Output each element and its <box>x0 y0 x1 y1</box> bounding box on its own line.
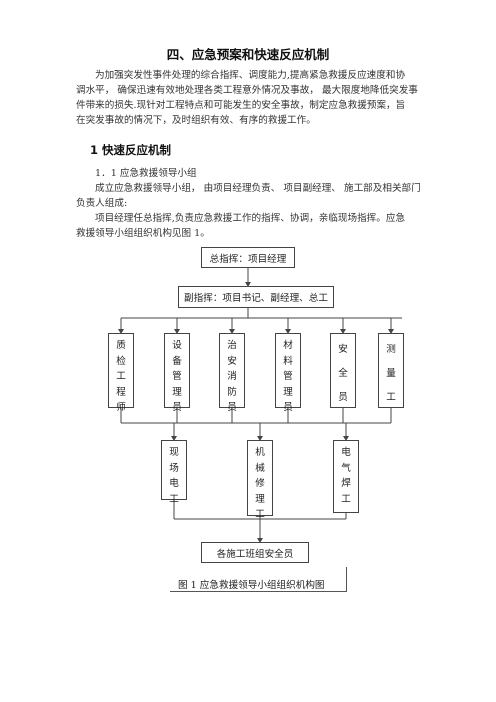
worker-char: 工 <box>169 493 179 505</box>
worker-char: 气 <box>341 462 351 474</box>
body-line-4: 救援领导小组组织机构见图 1。 <box>76 228 210 239</box>
worker-char: 电 <box>341 447 351 458</box>
dept-char: 安 <box>227 355 237 367</box>
dept-char: 理 <box>283 386 293 398</box>
intro-paragraph-line-3: 件带来的损失.现针对工程特点和可能发生的安全事故，制定应急救援预案，旨 <box>76 100 406 111</box>
dept-char: 师 <box>116 402 126 413</box>
worker-char: 机 <box>255 447 265 458</box>
caption-underline <box>170 591 346 592</box>
worker-char: 场 <box>169 462 179 474</box>
dept-char: 工 <box>386 392 396 403</box>
worker-char: 工 <box>255 509 265 520</box>
dept-char: 质 <box>116 340 126 351</box>
dept-char: 防 <box>227 386 237 398</box>
dept-char: 检 <box>116 355 126 367</box>
dept-char: 员 <box>338 392 348 403</box>
material-manager-box: 材 料 管 理 员 <box>275 333 301 413</box>
dept-char: 测 <box>386 344 396 355</box>
intro-paragraph-line-2: 调水平， 确保迅速有效地处理各类工程意外情况及事故， 最大限度地降低突发事 <box>76 85 418 96</box>
worker-char: 工 <box>341 493 351 505</box>
caption-side-line <box>346 567 347 592</box>
dept-char: 治 <box>227 340 237 351</box>
team-safety-officers-box: 各施工班组安全员 <box>201 542 309 563</box>
dept-char: 员 <box>227 402 237 413</box>
dept-char: 安 <box>338 344 348 355</box>
figure-caption: 图 1 应急救援领导小组组织机构图 <box>178 580 325 591</box>
safety-officer-box: 安 全 员 <box>330 333 356 408</box>
body-line-1: 成立应急救援领导小组， 由项目经理负责、 项目副经理、 施工部及相关部门 <box>95 183 421 194</box>
worker-char: 理 <box>255 493 265 505</box>
dept-char: 全 <box>338 368 348 379</box>
dept-char: 管 <box>172 371 182 382</box>
dept-char: 料 <box>283 355 293 367</box>
equipment-manager-box: 设 备 管 理 员 <box>164 333 190 413</box>
dept-char: 备 <box>172 355 182 367</box>
dept-char: 消 <box>227 371 237 382</box>
intro-paragraph-line-4: 在突发事故的情况下，及时组织有效、有序的救援工作。 <box>76 115 316 126</box>
worker-char: 焊 <box>341 478 351 489</box>
dept-char: 程 <box>116 386 126 398</box>
worker-char: 现 <box>169 447 179 458</box>
chapter-heading: 四、应急预案和快速反应机制 <box>166 47 330 62</box>
deputy-commander-box: 副指挥：项目书记、副经理、总工 <box>178 286 334 308</box>
dept-char: 员 <box>172 402 182 413</box>
dept-char: 量 <box>386 368 396 379</box>
dept-char: 员 <box>283 402 293 413</box>
body-line-2: 负责人组成: <box>76 198 128 209</box>
dept-char: 管 <box>283 371 293 382</box>
dept-char: 材 <box>283 340 293 351</box>
dept-char: 设 <box>172 340 182 351</box>
dept-char: 理 <box>172 386 182 398</box>
electric-welder-box: 电 气 焊 工 <box>333 440 359 513</box>
security-fire-officer-box: 治 安 消 防 员 <box>219 333 245 413</box>
dept-char: 工 <box>116 371 126 382</box>
intro-paragraph-line-1: 为加强突发性事件处理的综合指挥、调度能力,提高紧急救援反应速度和协 <box>95 70 406 81</box>
surveyor-box: 测 量 工 <box>378 333 404 408</box>
site-electrician-box: 现 场 电 工 <box>161 440 187 505</box>
section-heading: 1 快速反应机制 <box>90 143 172 157</box>
quality-inspector-box: 质 检 工 程 师 <box>108 333 134 413</box>
worker-char: 修 <box>255 478 265 489</box>
subsection-heading: 1．1 应急救援领导小组 <box>95 168 197 179</box>
commander-box: 总指挥：项目经理 <box>201 247 295 268</box>
worker-char: 电 <box>169 478 179 489</box>
machine-repairer-box: 机 械 修 理 工 <box>247 440 273 520</box>
body-line-3: 项目经理任总指挥,负责应急救援工作的指挥、协调，亲临现场指挥。应急 <box>95 213 406 224</box>
worker-char: 械 <box>255 462 265 474</box>
